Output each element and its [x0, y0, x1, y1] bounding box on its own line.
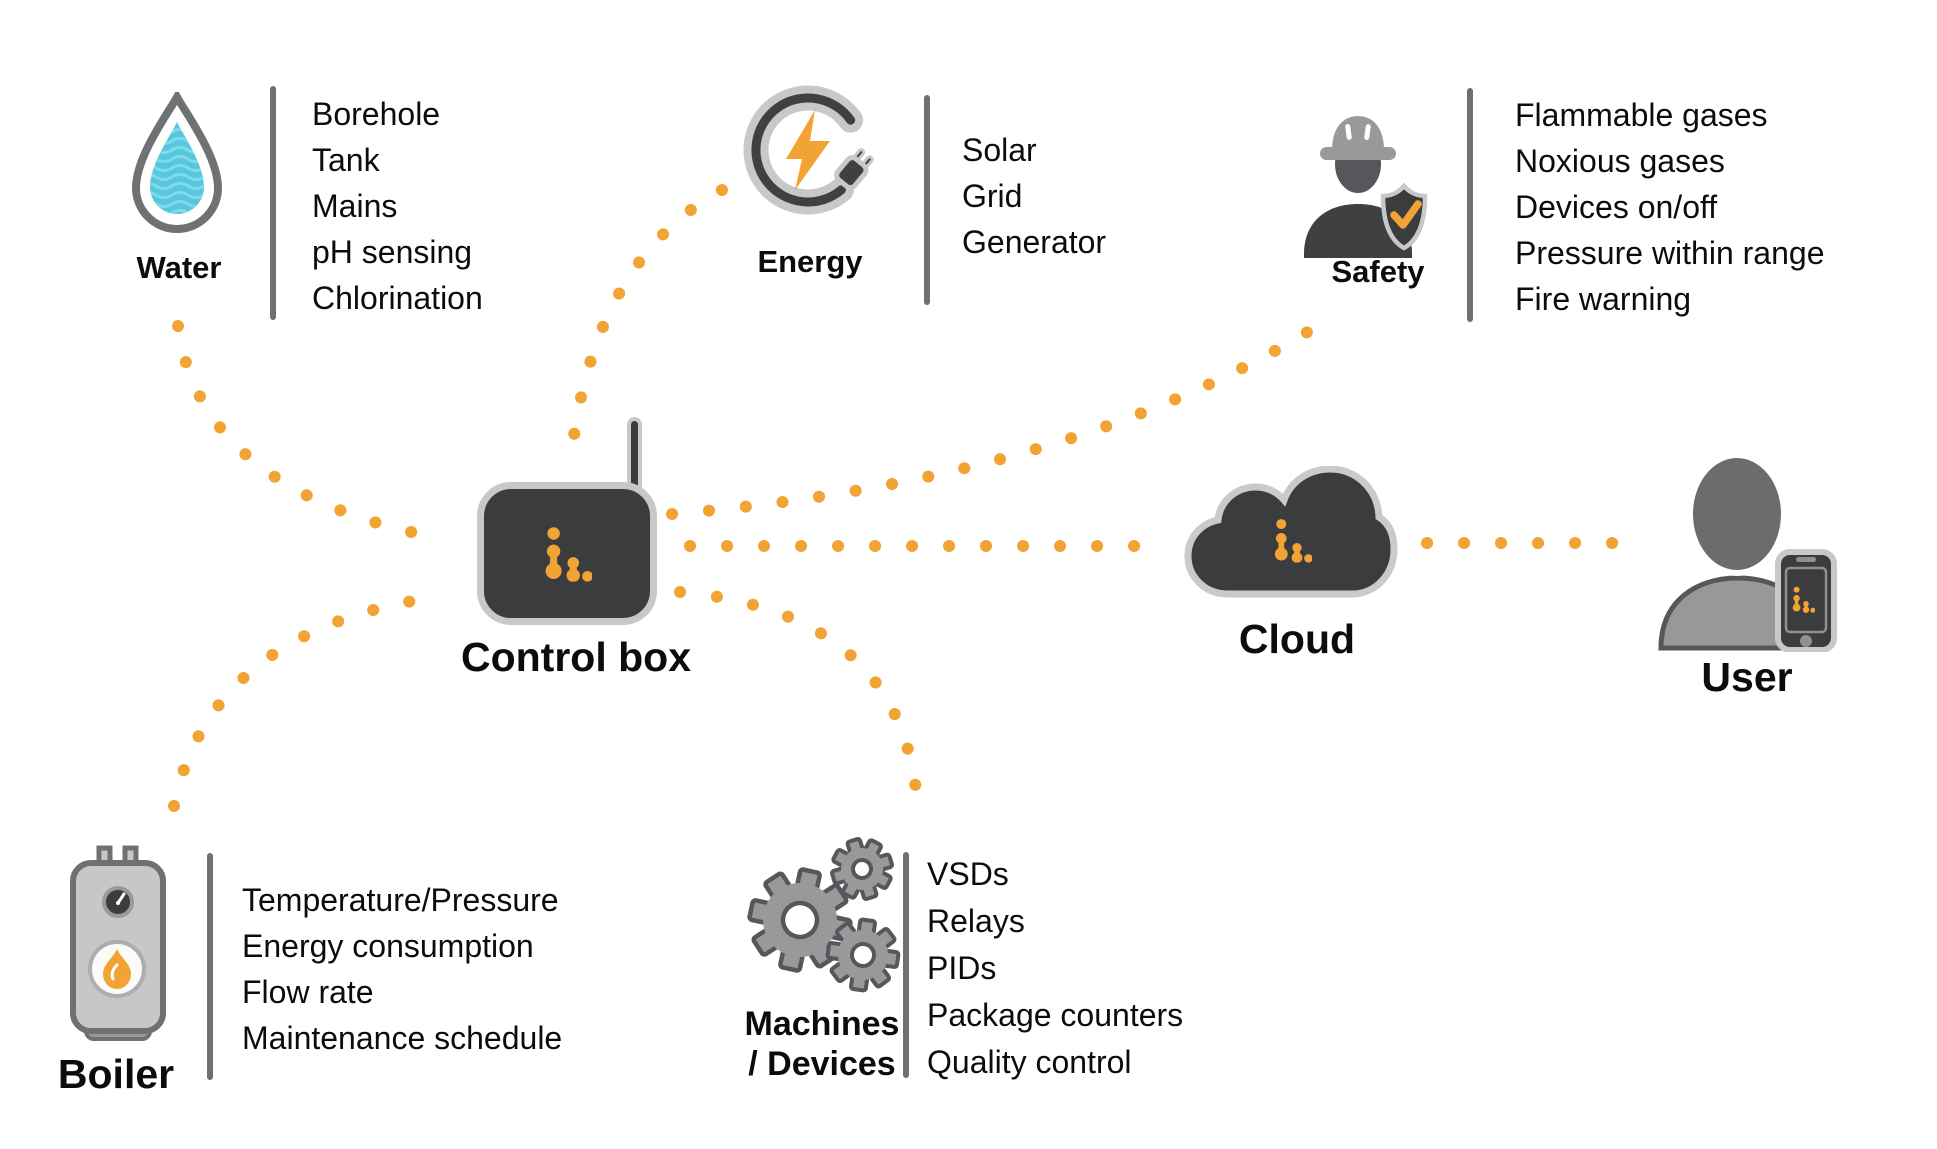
user-icon	[1658, 452, 1837, 652]
control-box-icon	[477, 482, 657, 625]
list-item: Tank	[312, 142, 380, 178]
plug-icon	[834, 148, 874, 191]
machines-list: VSDs Relays PIDs Package counters Qualit…	[927, 851, 1183, 1086]
smartphone-icon	[1775, 549, 1837, 652]
gears-icon	[747, 837, 901, 993]
brand-logo-icon	[1272, 518, 1312, 563]
list-item: Quality control	[927, 1044, 1132, 1080]
list-item: Devices on/off	[1515, 189, 1718, 225]
safety-label: Safety	[1331, 254, 1425, 289]
water-list: Borehole Tank Mains pH sensing Chlorinat…	[312, 91, 483, 321]
list-item: Maintenance schedule	[242, 1020, 563, 1056]
connection-energy-controlbox	[564, 184, 728, 474]
list-item: Grid	[962, 178, 1023, 214]
list-item: Chlorination	[312, 280, 483, 316]
connection-boiler-controlbox	[168, 590, 449, 812]
list-item: Solar	[962, 132, 1037, 168]
control-box-label: Control box	[460, 634, 692, 680]
machines-divider	[903, 852, 909, 1078]
gauge-icon	[102, 886, 134, 918]
boiler-label: Boiler	[57, 1051, 175, 1097]
list-item: Energy consumption	[242, 928, 534, 964]
list-item: Flammable gases	[1515, 97, 1768, 133]
water-divider	[270, 86, 276, 320]
list-item: Fire warning	[1515, 281, 1692, 317]
boiler-icon	[70, 845, 166, 1041]
connection-water-controlbox	[172, 320, 440, 543]
cloud-label: Cloud	[1238, 616, 1356, 662]
list-item: Relays	[927, 903, 1025, 939]
shield-check-icon	[1380, 182, 1428, 251]
connection-controlbox-safety	[666, 310, 1339, 520]
machines-label-line2: / Devices	[748, 1045, 896, 1083]
connection-controlbox-machines	[674, 586, 923, 806]
list-item: Generator	[962, 224, 1107, 260]
boiler-divider	[207, 853, 213, 1080]
user-label: User	[1701, 654, 1793, 700]
water-label: Water	[136, 250, 222, 285]
list-item: Package counters	[927, 997, 1184, 1033]
list-item: Pressure within range	[1515, 235, 1825, 271]
safety-list: Flammable gases Noxious gases Devices on…	[1515, 92, 1824, 322]
list-item: VSDs	[927, 856, 1009, 892]
list-item: Temperature/Pressure	[242, 882, 559, 918]
lightning-bolt-icon	[786, 110, 830, 190]
cloud-icon	[1184, 466, 1398, 598]
energy-label: Energy	[757, 244, 863, 279]
list-item: Mains	[312, 188, 398, 224]
energy-list: Solar Grid Generator	[962, 127, 1106, 265]
list-item: Noxious gases	[1515, 143, 1725, 179]
machines-label-line1: Machines	[744, 1005, 900, 1043]
list-item: Flow rate	[242, 974, 374, 1010]
safety-worker-icon	[1304, 116, 1428, 258]
water-drop-icon	[131, 92, 223, 233]
flame-icon	[88, 940, 146, 998]
hard-hat-icon	[1332, 116, 1384, 150]
energy-plug-icon	[743, 85, 874, 215]
brand-logo-icon	[542, 526, 592, 582]
machines-label: Machines / Devices	[745, 1004, 900, 1084]
safety-divider	[1467, 88, 1473, 322]
boiler-list: Temperature/Pressure Energy consumption …	[242, 877, 562, 1061]
list-item: pH sensing	[312, 234, 473, 270]
list-item: Borehole	[312, 96, 441, 132]
list-item: PIDs	[927, 950, 997, 986]
energy-divider	[924, 95, 930, 305]
